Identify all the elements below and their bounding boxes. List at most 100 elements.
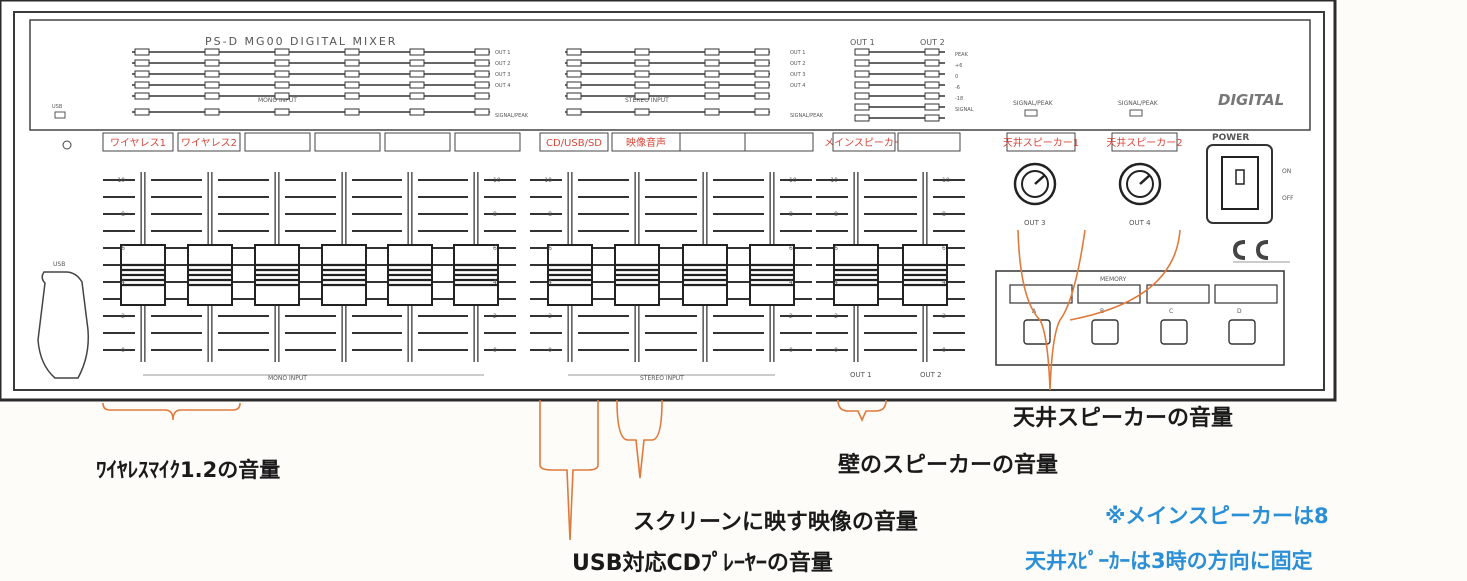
fader-scale-label: 10 bbox=[830, 177, 838, 184]
fader-scale-label: 4 bbox=[493, 279, 497, 286]
fader[interactable] bbox=[530, 172, 610, 362]
memory-slot[interactable]: D bbox=[1214, 284, 1278, 345]
fader[interactable] bbox=[816, 172, 896, 362]
fader-scale-label: 0 bbox=[942, 347, 946, 354]
channel-label-box[interactable] bbox=[244, 132, 311, 152]
meter-scale-label: -18 bbox=[955, 96, 963, 102]
fader-knob[interactable] bbox=[321, 244, 367, 306]
stereo-input-meter-label: STEREO INPUT bbox=[625, 97, 669, 104]
channel-label-box[interactable] bbox=[744, 132, 814, 152]
memory-letter: A bbox=[1032, 308, 1037, 315]
brand-logo-icon bbox=[1232, 240, 1290, 263]
fader-knob[interactable] bbox=[547, 244, 593, 306]
fader-knob[interactable] bbox=[254, 244, 300, 306]
memory-label-box bbox=[1214, 284, 1278, 304]
meter-led bbox=[344, 48, 360, 56]
memory-panel bbox=[995, 270, 1285, 366]
fader-scale-label: 0 bbox=[121, 347, 125, 354]
meter-led bbox=[409, 108, 425, 116]
memory-button bbox=[1160, 319, 1188, 345]
model-label: PS-D MG00 DIGITAL MIXER bbox=[205, 35, 397, 48]
annotation-usb-cd: USB対応CDﾌﾟﾚｰﾔｰの音量 bbox=[572, 550, 833, 576]
fader-knob[interactable] bbox=[682, 244, 728, 306]
note-main-speaker: ※メインスピーカーは8 bbox=[1105, 504, 1329, 528]
channel-label-box[interactable]: メインスピーカー bbox=[824, 132, 904, 152]
annotation-wall: 壁のスピーカーの音量 bbox=[838, 452, 1058, 478]
meter-led bbox=[854, 92, 870, 100]
out3-knob-label: OUT 3 bbox=[1024, 219, 1046, 227]
fader-scale-label: 8 bbox=[548, 211, 552, 218]
channel-label-box[interactable] bbox=[314, 132, 381, 152]
fader-scale-label: 6 bbox=[942, 245, 946, 252]
meter-led bbox=[704, 92, 720, 100]
usb-port[interactable] bbox=[37, 271, 90, 379]
fader[interactable] bbox=[732, 172, 812, 362]
fader[interactable] bbox=[237, 172, 317, 362]
fader[interactable] bbox=[436, 172, 516, 362]
fader-knob[interactable] bbox=[453, 244, 499, 306]
meter-led bbox=[204, 108, 220, 116]
fader[interactable] bbox=[304, 172, 384, 362]
meter-scale-label: 0 bbox=[955, 74, 958, 80]
channel-label-box[interactable]: ワイヤレス1 bbox=[102, 132, 174, 152]
fader-knob[interactable] bbox=[833, 244, 879, 306]
fader-knob[interactable] bbox=[614, 244, 660, 306]
power-on-label: ON bbox=[1282, 168, 1291, 175]
meter-scale-label: SIGNAL bbox=[955, 107, 974, 113]
meter-led bbox=[924, 48, 940, 56]
signal-peak-led-left bbox=[1024, 109, 1038, 117]
channel-label-box[interactable] bbox=[679, 132, 749, 152]
fader-scale-label: 10 bbox=[544, 177, 552, 184]
bus-label: OUT 4 bbox=[495, 83, 510, 89]
note-ceiling-speaker: 天井ｽﾋﾟｰｶｰは3時の方向に固定 bbox=[1025, 549, 1313, 573]
bus-label: OUT 2 bbox=[790, 61, 805, 67]
out3-knob[interactable] bbox=[1013, 162, 1057, 206]
signal-peak-row-b: SIGNAL/PEAK bbox=[790, 113, 824, 119]
fader[interactable] bbox=[103, 172, 183, 362]
meter-led bbox=[274, 108, 290, 116]
channel-label-box[interactable]: 天井スピーカー2 bbox=[1106, 132, 1183, 152]
fader-knob[interactable] bbox=[387, 244, 433, 306]
memory-letter: C bbox=[1169, 308, 1173, 315]
channel-label-box[interactable] bbox=[454, 132, 521, 152]
out4-knob-label: OUT 4 bbox=[1129, 219, 1151, 227]
channel-label-box[interactable]: 映像音声 bbox=[611, 132, 681, 152]
meter-scale-label: PEAK bbox=[955, 52, 969, 58]
meter-led bbox=[754, 108, 770, 116]
meter-led bbox=[924, 92, 940, 100]
meter-led bbox=[754, 70, 770, 78]
meter-led bbox=[474, 48, 490, 56]
fader-scale-label: 4 bbox=[942, 279, 946, 286]
bus-label: OUT 3 bbox=[790, 72, 805, 78]
fader-knob[interactable] bbox=[749, 244, 795, 306]
fader-knob[interactable] bbox=[187, 244, 233, 306]
fader[interactable] bbox=[170, 172, 250, 362]
fader-knob[interactable] bbox=[902, 244, 948, 306]
fader-scale-label: 2 bbox=[789, 313, 793, 320]
meter-led bbox=[474, 108, 490, 116]
fader[interactable] bbox=[597, 172, 677, 362]
meter-led bbox=[854, 48, 870, 56]
channel-label-box[interactable]: 天井スピーカー1 bbox=[1003, 132, 1079, 152]
meter-led bbox=[754, 59, 770, 67]
fader-scale-label: 0 bbox=[834, 347, 838, 354]
bus-label: OUT 1 bbox=[790, 50, 805, 56]
fader-scale-label: 4 bbox=[121, 279, 125, 286]
fader-knob[interactable] bbox=[120, 244, 166, 306]
mono-input-meter-label: MONO INPUT bbox=[258, 97, 297, 104]
memory-slot[interactable]: C bbox=[1146, 284, 1210, 345]
memory-letter: D bbox=[1237, 308, 1242, 315]
power-switch[interactable] bbox=[1221, 156, 1259, 210]
fader-out2-label: OUT 2 bbox=[920, 371, 942, 379]
fader[interactable] bbox=[885, 172, 965, 362]
channel-label-box[interactable]: ワイヤレス2 bbox=[177, 132, 241, 152]
channel-label-box[interactable] bbox=[384, 132, 451, 152]
meter-led bbox=[924, 59, 940, 67]
annotation-brackets bbox=[102, 229, 1181, 541]
out4-knob[interactable] bbox=[1118, 162, 1162, 206]
channel-label-box[interactable]: CD/USB/SD bbox=[539, 132, 609, 152]
channel-label-box[interactable] bbox=[897, 132, 961, 152]
meter-led bbox=[409, 70, 425, 78]
